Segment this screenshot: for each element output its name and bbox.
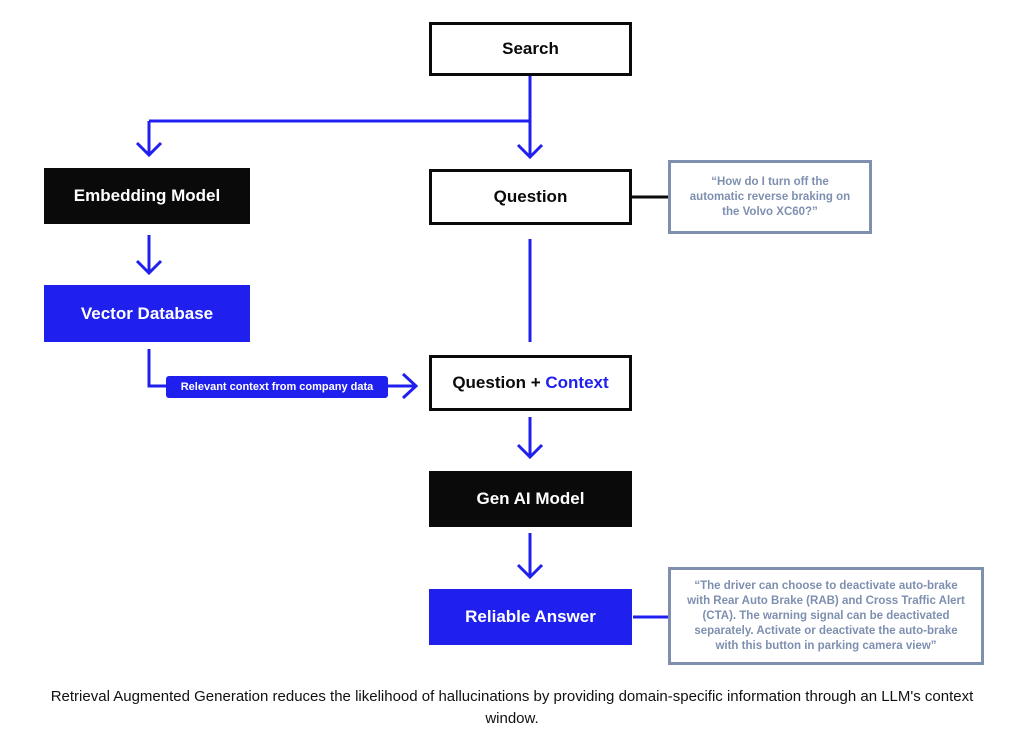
arrowhead-answer	[516, 563, 544, 580]
reliable-answer-label: Reliable Answer	[465, 607, 596, 626]
question-example-note: “How do I turn off the automatic reverse…	[668, 160, 872, 234]
edge-label-text: Relevant context from company data	[180, 381, 374, 393]
embedding-model-node: Embedding Model	[44, 168, 250, 224]
arrowhead-vector	[135, 259, 163, 276]
question-context-node: Question + Context	[429, 355, 632, 411]
arrowhead-question	[516, 143, 544, 160]
gen-ai-model-node: Gen AI Model	[429, 471, 632, 527]
arrowhead-context	[401, 372, 419, 400]
edge-label-relevant-context: Relevant context from company data	[166, 376, 388, 398]
search-node: Search	[429, 22, 632, 76]
arrowhead-embedding	[135, 141, 163, 158]
question-node: Question	[429, 169, 632, 225]
answer-example-text: “The driver can choose to deactivate aut…	[687, 579, 965, 652]
answer-example-note: “The driver can choose to deactivate aut…	[668, 567, 984, 665]
arrowhead-genai	[516, 443, 544, 460]
question-label: Question	[493, 187, 568, 206]
question-context-label: Question + Context	[452, 373, 608, 393]
vector-database-node: Vector Database	[44, 285, 250, 342]
search-label: Search	[502, 39, 559, 58]
gen-ai-model-label: Gen AI Model	[476, 489, 585, 508]
question-context-prefix: Question +	[452, 373, 546, 392]
reliable-answer-node: Reliable Answer	[429, 589, 632, 645]
question-example-text: “How do I turn off the automatic reverse…	[689, 175, 851, 218]
context-highlight: Context	[545, 373, 609, 392]
embedding-model-label: Embedding Model	[73, 186, 221, 205]
vector-database-label: Vector Database	[80, 303, 214, 323]
diagram-caption: Retrieval Augmented Generation reduces t…	[50, 688, 974, 727]
